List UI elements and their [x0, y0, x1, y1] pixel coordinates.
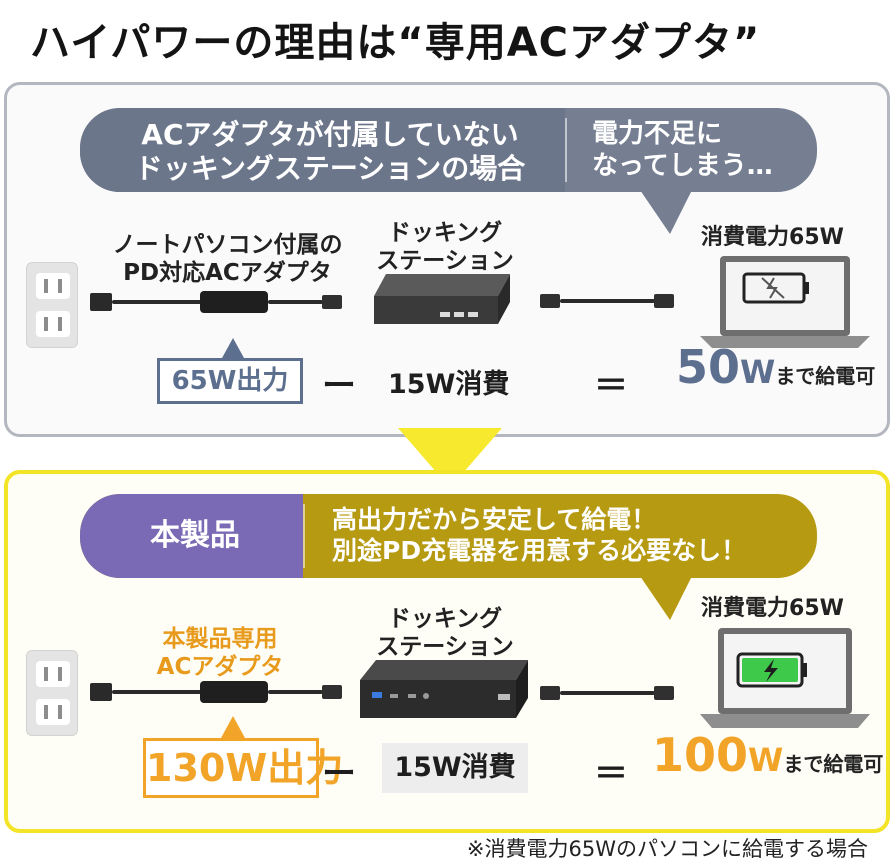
- top-laptop-label: 消費電力65W: [701, 225, 844, 250]
- bottom-equals: ＝: [594, 754, 628, 794]
- top-bubble-divider: [565, 118, 567, 182]
- bottom-bubble-left: [80, 494, 303, 578]
- bottom-speech-bubble: 本製品 高出力だから安定して給電！ 別途PD充電器を用意する必要なし！: [80, 494, 817, 620]
- top-bubble-left-text: ACアダプタが付属していない ドッキングステーションの場合: [134, 118, 526, 186]
- top-speech-bubble: ACアダプタが付属していない ドッキングステーションの場合 電力不足に なってし…: [80, 108, 817, 234]
- top-equals: ＝: [594, 366, 628, 406]
- bottom-output-box: 130W出力: [143, 738, 343, 798]
- ac-plug-icon: [90, 683, 112, 701]
- wall-outlet-icon: [26, 262, 78, 348]
- wall-outlet-icon: [26, 650, 78, 736]
- top-bubble-left: [80, 108, 565, 192]
- ac-adapter-icon: [200, 291, 268, 313]
- top-output-box: 65W出力: [157, 358, 303, 404]
- top-bubble-right-text: 電力不足に なってしまう…: [592, 119, 773, 181]
- top-result-suffix: まで給電可: [775, 364, 876, 388]
- docking-station-icon: [360, 660, 528, 718]
- bottom-output-box-pointer: [221, 716, 245, 738]
- usb-c-connector-icon: [654, 294, 674, 308]
- docking-station-icon: [374, 274, 510, 324]
- ac-adapter-icon: [200, 681, 268, 703]
- bottom-consume: 15W消費: [382, 743, 528, 793]
- bottom-result-suffix: まで給電可: [783, 752, 884, 776]
- top-adapter-label: ノートパソコン付属の PD対応ACアダプタ: [112, 232, 343, 286]
- bottom-bubble-tail: [640, 576, 692, 620]
- footnote: ※消費電力65Wのパソコンに給電する場合: [466, 837, 868, 861]
- usb-c-connector-icon: [540, 294, 560, 308]
- bottom-adapter-label: 本製品専用 ACアダプタ: [156, 626, 284, 680]
- top-result-number: 50: [676, 340, 741, 394]
- top-consume: 15W消費: [388, 369, 510, 400]
- top-result: 50Wまで給電可: [676, 340, 875, 394]
- usb-c-connector-icon: [540, 686, 560, 700]
- bottom-result-unit: W: [748, 741, 784, 779]
- top-dock-label: ドッキング ステーション: [376, 220, 514, 274]
- bottom-result: 100Wまで給電可: [652, 728, 883, 782]
- ac-cable: [112, 300, 202, 304]
- dc-connector-icon: [322, 685, 342, 699]
- bottom-bubble-right-text: 高出力だから安定して給電！ 別途PD充電器を用意する必要なし！: [332, 505, 747, 565]
- top-bubble-tail: [640, 190, 692, 234]
- bottom-minus: ー: [322, 754, 356, 794]
- ac-plug-icon: [90, 293, 112, 311]
- usb-c-connector-icon: [654, 686, 674, 700]
- page-headline: ハイパワーの理由は“専用ACアダプタ”: [30, 20, 761, 66]
- laptop-icon: [700, 628, 870, 728]
- ac-cable: [112, 690, 202, 694]
- usb-c-cable-icon: [560, 299, 655, 303]
- usb-c-connector-icon: [322, 295, 342, 309]
- bottom-laptop-label: 消費電力65W: [701, 596, 844, 621]
- bottom-dock-label: ドッキング ステーション: [376, 606, 514, 660]
- dc-cable: [268, 300, 323, 304]
- top-minus: ー: [322, 366, 356, 406]
- top-output-box-pointer: [222, 338, 244, 358]
- bottom-bubble-divider: [303, 504, 305, 568]
- dc-cable: [268, 690, 323, 694]
- laptop-icon: [700, 256, 870, 348]
- usb-c-cable-icon: [560, 691, 655, 695]
- top-result-unit: W: [740, 353, 776, 391]
- bottom-bubble-left-text: 本製品: [150, 518, 240, 553]
- bottom-result-number: 100: [652, 728, 749, 782]
